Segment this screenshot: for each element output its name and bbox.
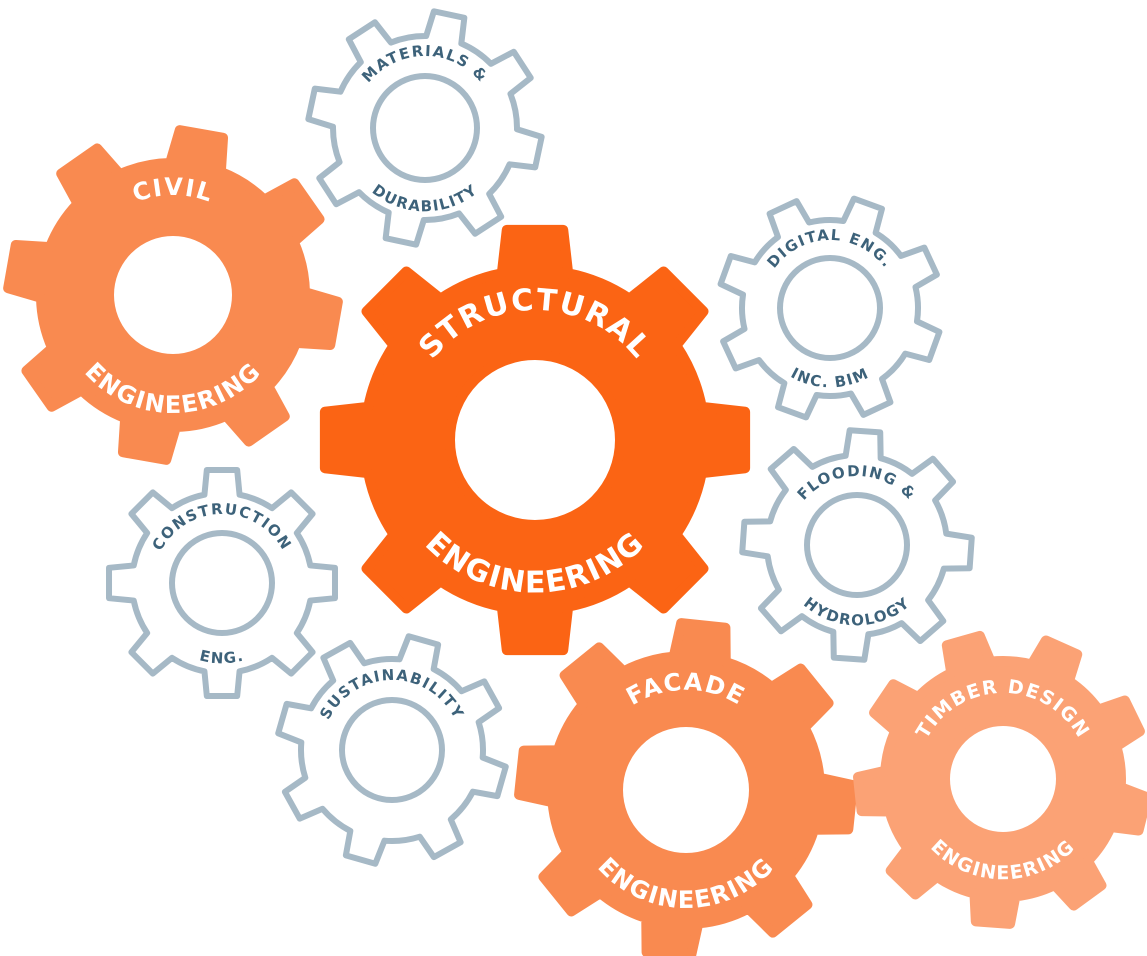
gear-facade-body: [514, 618, 858, 956]
gear-digital: DIGITAL ENG.INC. BIM: [717, 195, 943, 421]
gear-materials: MATERIALS &DURABILITY: [305, 8, 545, 248]
gear-civil-body: [3, 125, 343, 465]
gear-flooding: FLOODING &HYDROLOGY: [739, 427, 975, 663]
gear-flooding-body: [739, 427, 975, 663]
gear-timber-body: [853, 630, 1147, 929]
gear-structural-body: [319, 224, 751, 656]
gear-digital-body: [717, 195, 943, 421]
gear-sustainability: SUSTAINABILITY: [275, 633, 509, 867]
gear-construction-label-bottom: ENG.: [198, 646, 246, 667]
gear-construction-body: [106, 467, 338, 699]
gear-materials-body: [305, 8, 545, 248]
gear-sustainability-body: [275, 633, 509, 867]
